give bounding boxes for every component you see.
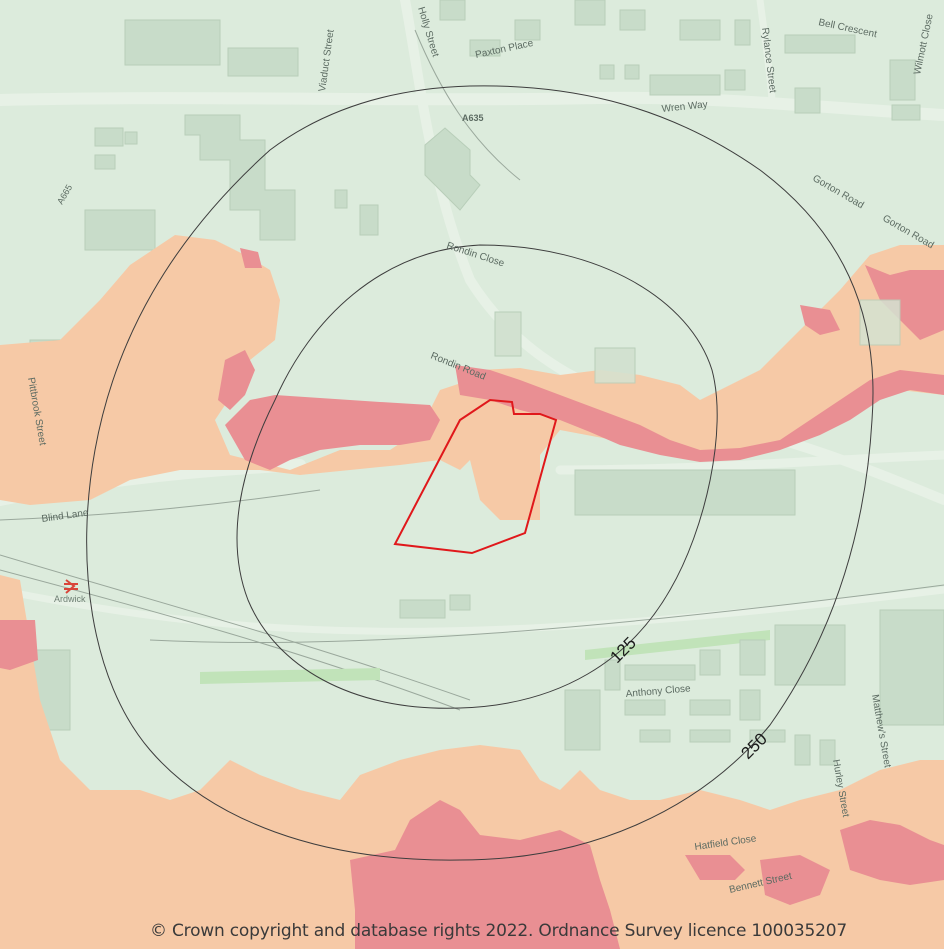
site-boundary[interactable] [393,398,558,555]
street-label-a635: A635 [462,113,484,123]
green-strip [585,630,770,660]
building-footprints-overlay [494,299,901,384]
green-strip [200,668,380,684]
buffer-ring-125 [236,244,718,709]
flood-risk-high [0,248,944,949]
copyright-notice: © Crown copyright and database rights 20… [150,921,847,941]
ardwick-station-icon [64,579,78,594]
street-label-wren-way: Wren Way [661,99,708,115]
place-label-ardwick: Ardwick [54,594,86,604]
railway-lines [0,29,944,711]
buffer-ring-250 [86,85,874,861]
